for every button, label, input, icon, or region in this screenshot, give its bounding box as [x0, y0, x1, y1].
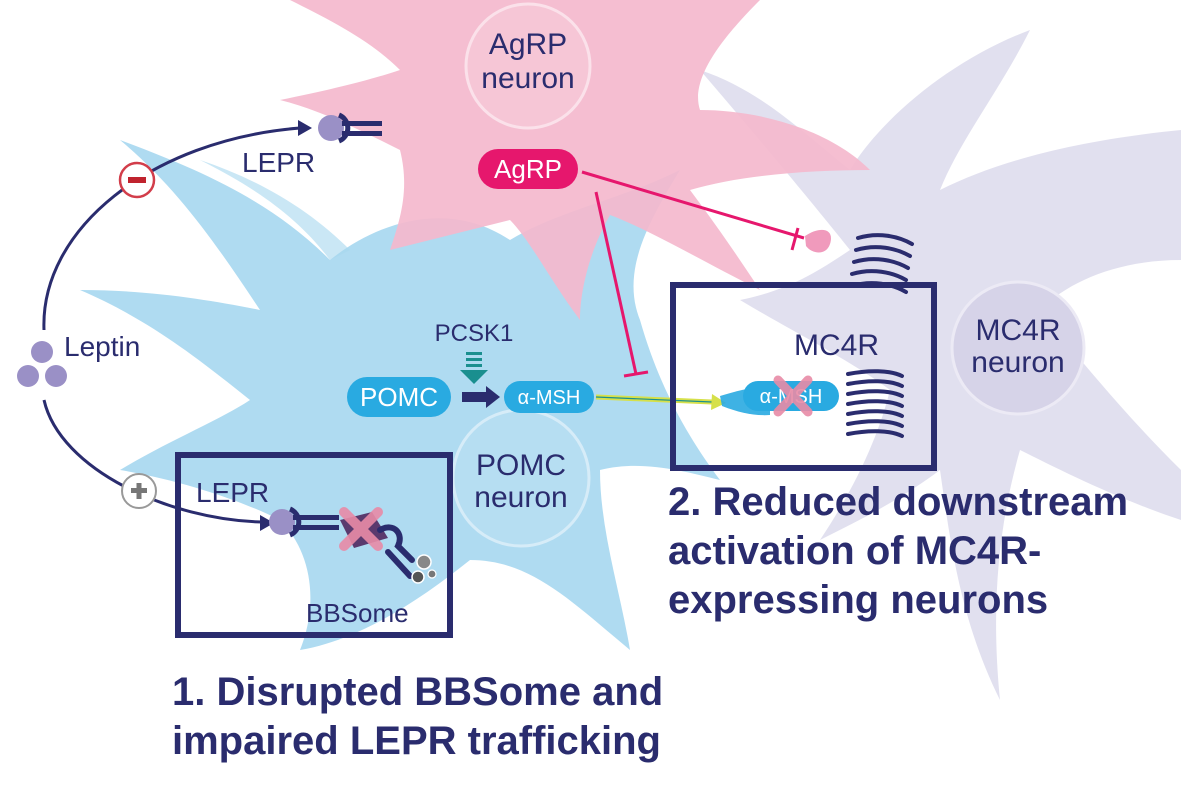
mc4r-neuron-label-line1: MC4R [975, 314, 1060, 347]
agrp-pill-label: AgRP [494, 154, 562, 184]
caption-2-line-2: activation of MC4R- [668, 528, 1042, 573]
amsh-release-arrowhead [711, 394, 726, 410]
leptin-label: Leptin [64, 331, 140, 362]
caption-2-line-1: 2. Reduced downstream [668, 480, 1129, 524]
leptin-inhibitory-arrowhead [298, 120, 312, 136]
leptin-molecules [17, 341, 67, 387]
mc4r-receptor-label: MC4R [794, 329, 879, 362]
leptin-inhibitory-arc [42, 126, 301, 331]
amsh-pill [504, 381, 594, 413]
lepr-top-label: LEPR [242, 147, 315, 178]
lepr-box-label: LEPR [196, 477, 269, 508]
agrp-inhibit-bar-2 [623, 370, 649, 378]
agrp-pill [478, 149, 578, 189]
pomc-neuron-label-line1: POMC [476, 449, 566, 482]
mc4r-receptor-at-agrp-target [850, 233, 914, 294]
leptin-stimulatory-arrowhead [260, 515, 274, 531]
agrp-inhibit-bar-1 [790, 227, 800, 251]
caption-reduced-activation: 2. Reduced downstream activation of MC4R… [668, 478, 1128, 624]
agrp-inhibit-line-1 [581, 170, 805, 240]
pomc-pill-label: POMC [360, 382, 438, 412]
lepr-bbsome-highlight-box [175, 452, 453, 638]
lepr-receptor-box [269, 506, 339, 538]
mc4r-neuron: MC4R neuron [700, 30, 1181, 700]
bbsome-label: BBSome [306, 598, 409, 628]
amsh-release-line-core [595, 396, 713, 403]
caption-2-line-3: expressing neurons [668, 577, 1049, 622]
plus-badge [121, 473, 157, 509]
caption-disrupted-bbsome: 1. Disrupted BBSome and impaired LEPR tr… [172, 668, 663, 766]
agrp-nucleus [464, 2, 592, 130]
pomc-to-amsh-arrow-shaft [462, 392, 488, 402]
mc4r-nucleus [950, 280, 1086, 416]
pomc-pill [347, 377, 451, 417]
pomc-neuron-label-line2: neuron [474, 481, 567, 514]
minus-badge [118, 161, 156, 199]
mc4r-neuron-label-line2: neuron [971, 346, 1064, 379]
agrp-target-blob [805, 229, 831, 253]
caption-1-line-2: impaired LEPR trafficking [172, 718, 661, 763]
pcsk1-label: PCSK1 [435, 320, 514, 347]
bbsome-disrupted-icon [339, 507, 383, 551]
pcsk1-arrow [460, 352, 488, 384]
agrp-neuron-label-line1: AgRP [489, 28, 567, 61]
pomc-to-amsh-arrowhead [486, 386, 500, 408]
minus-icon [128, 177, 146, 183]
caption-1-line-1: 1. Disrupted BBSome and [172, 670, 664, 714]
mc4r-highlight-box [670, 282, 937, 471]
agrp-neuron-label-line2: neuron [481, 62, 574, 95]
mc4r-receptor-in-box [846, 369, 904, 438]
amsh-binding-blocked-icon [773, 375, 813, 417]
lepr-receptor-agrp [318, 112, 382, 144]
agrp-inhibit-line-2 [594, 191, 638, 375]
amsh-pill-label: α-MSH [518, 387, 581, 409]
